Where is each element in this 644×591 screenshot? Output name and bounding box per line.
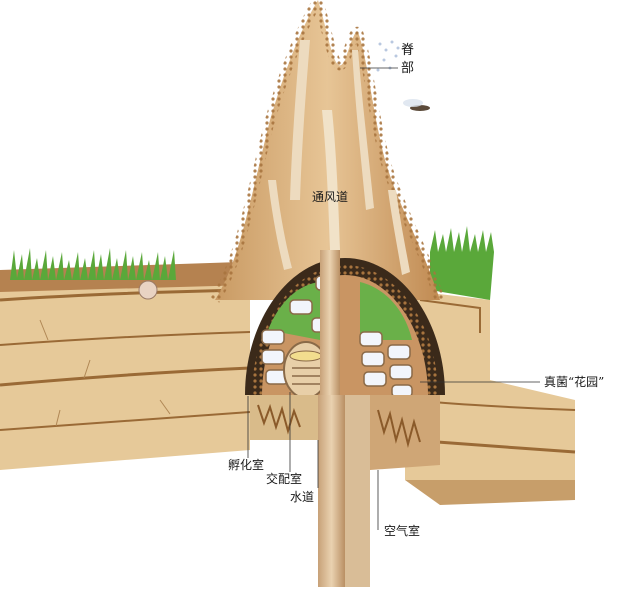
airflow-dots — [376, 40, 400, 72]
fly-icon — [403, 99, 430, 111]
leader-lines — [247, 67, 540, 530]
mound-body — [210, 0, 445, 303]
label-ridge: 脊部 — [401, 43, 415, 76]
label-air-chamber: 空气室 — [384, 524, 421, 538]
label-ventilation-shaft: 通风道 — [312, 190, 349, 204]
soil-block-right — [405, 226, 576, 505]
label-fungus-garden: 真菌“花园” — [544, 375, 605, 389]
soil-block-left — [0, 275, 251, 470]
central-shaft — [318, 250, 370, 587]
grass-left — [0, 248, 250, 300]
nest-dome — [245, 258, 445, 399]
label-mating-chamber: 交配室 — [266, 472, 303, 486]
label-nursery: 孵化室 — [228, 458, 265, 472]
label-waterway: 水道 — [290, 490, 315, 504]
lower-chamber — [250, 395, 440, 470]
